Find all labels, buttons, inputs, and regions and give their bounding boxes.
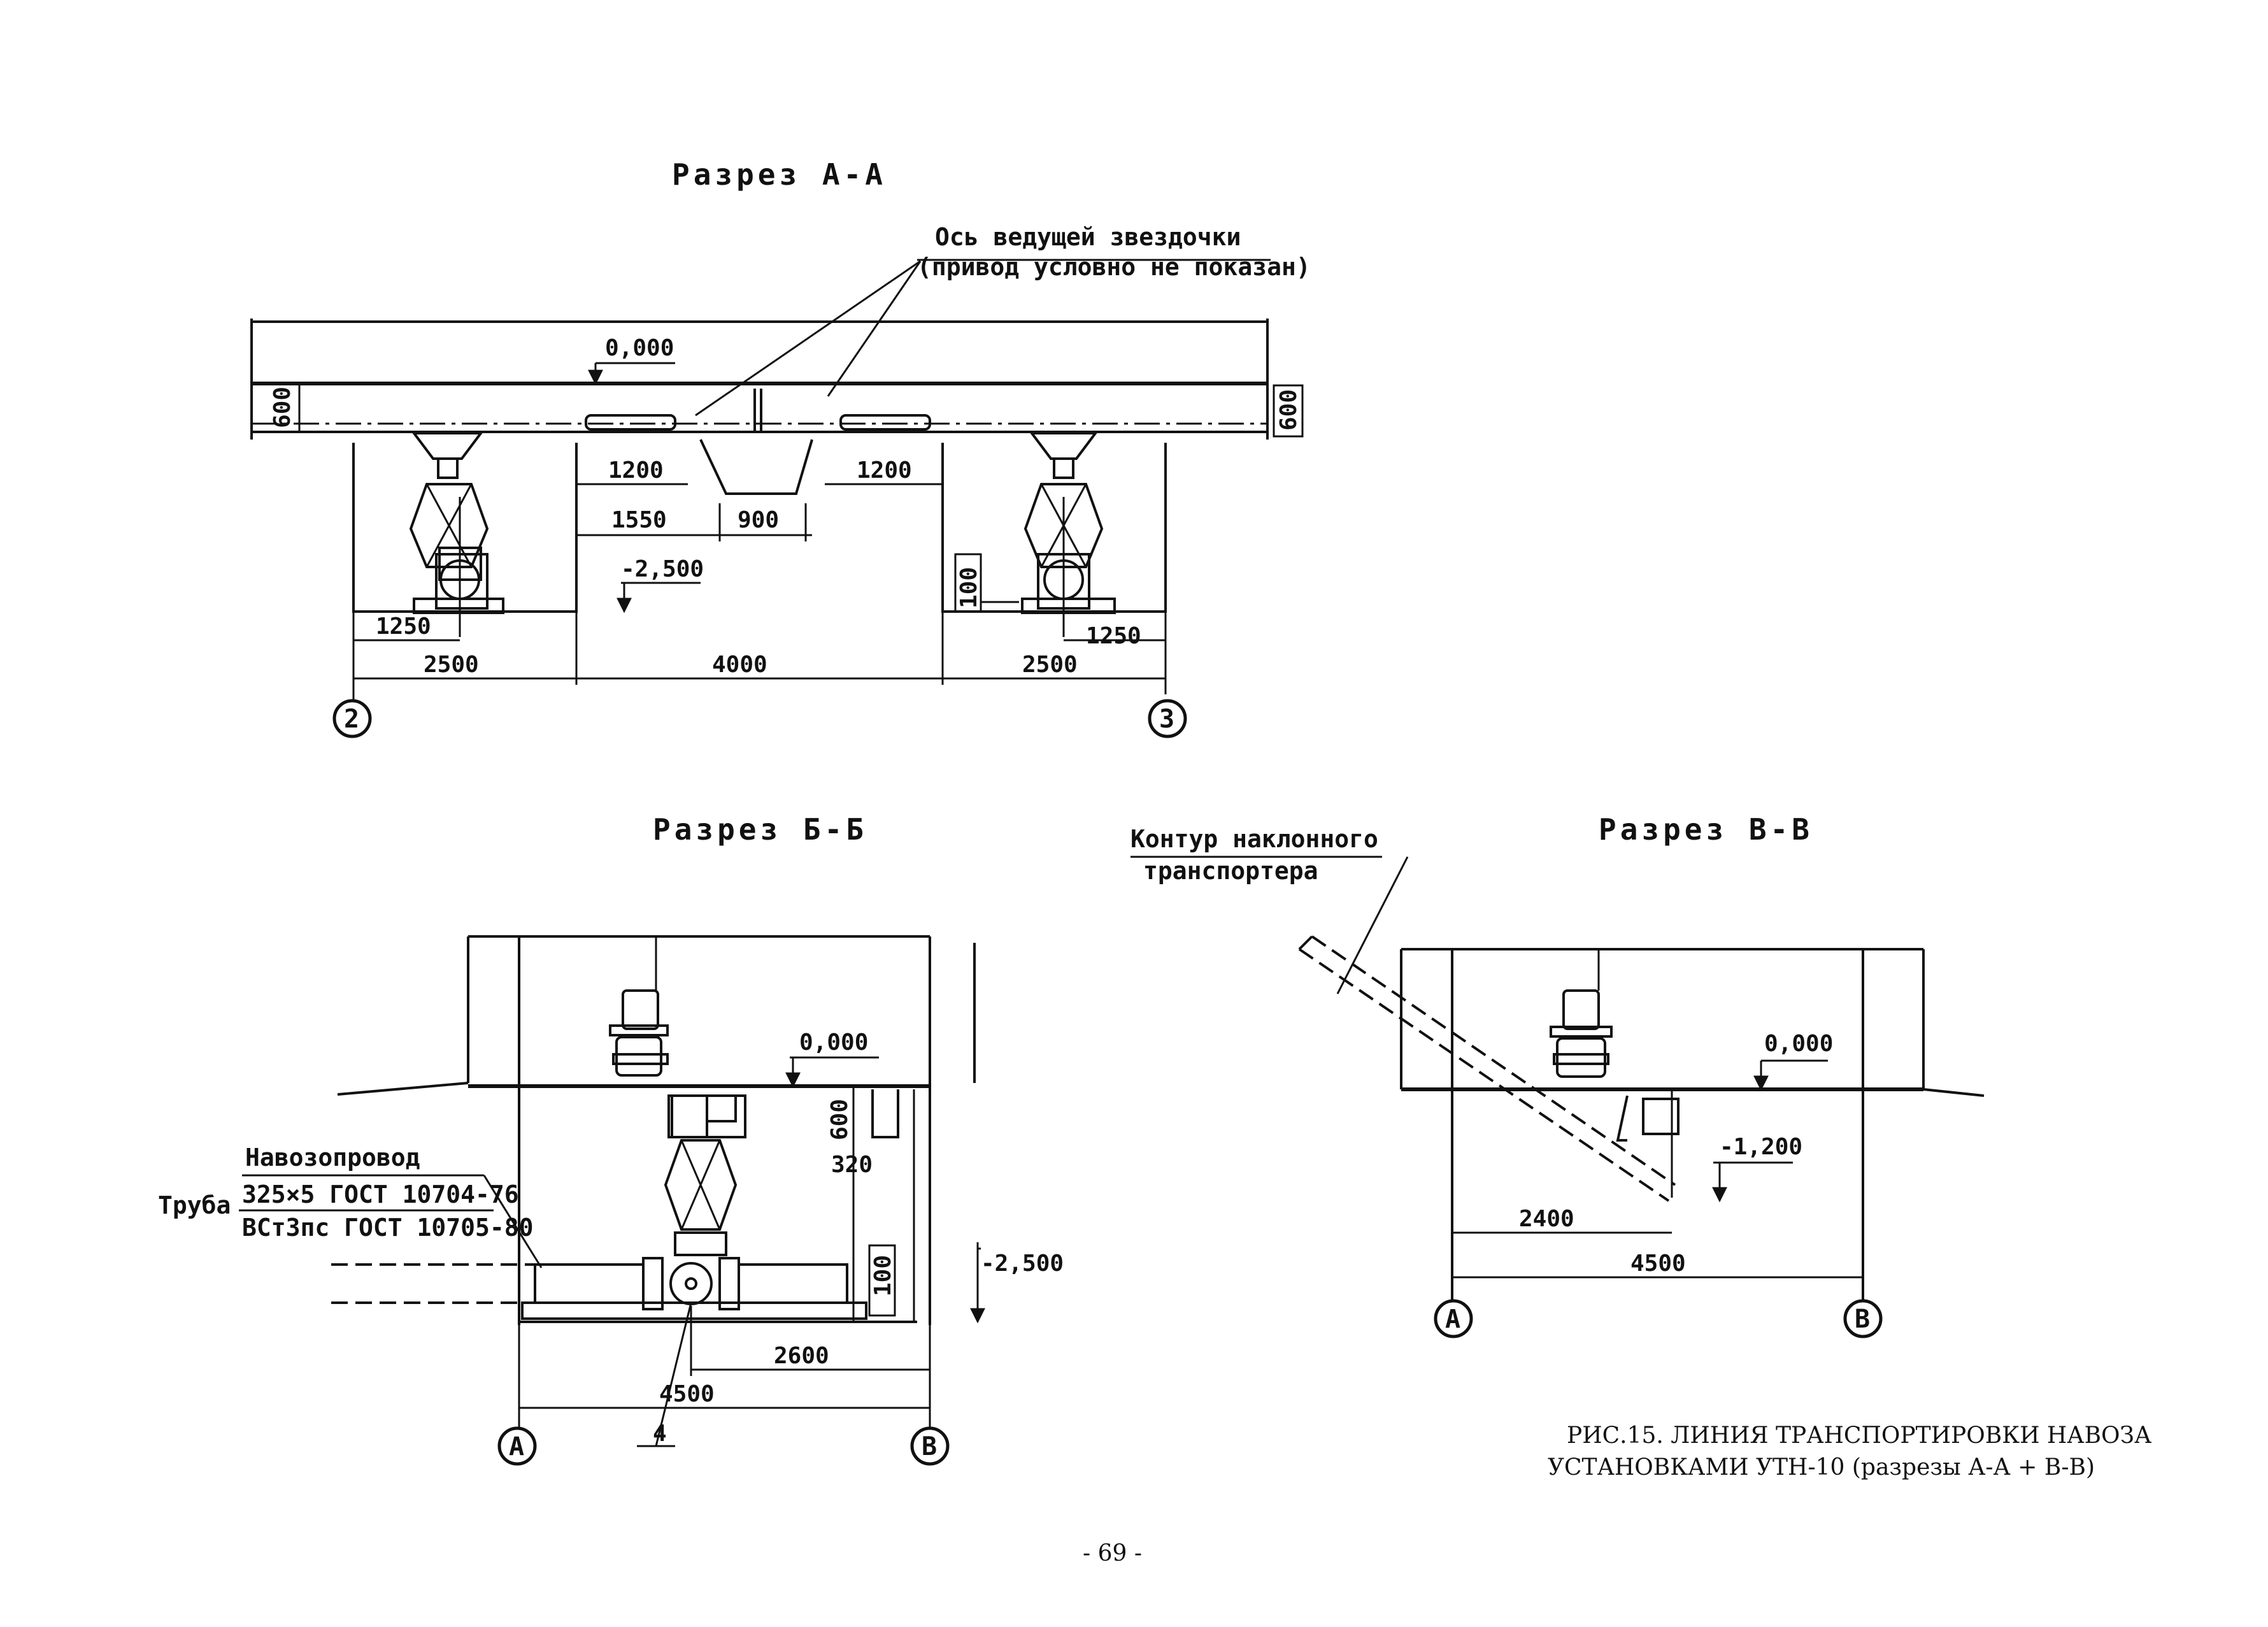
pipe-spec1: 325×5 ГОСТ 10704-76 — [242, 1180, 519, 1208]
axis-marker-a: А — [1434, 1299, 1473, 1338]
motor-unit — [1550, 949, 1613, 1078]
axis-marker-b: В — [910, 1426, 950, 1466]
dim-900: 900 — [738, 507, 779, 533]
dim-1200-right: 1200 — [857, 457, 912, 484]
dim-600-left: 600 — [269, 387, 296, 428]
dim-4500: 4500 — [659, 1381, 715, 1407]
section-aa-title: Разрез А-А — [672, 157, 887, 192]
axis-marker-2: 2 — [332, 694, 372, 738]
pipe-prefix: Труба — [158, 1191, 231, 1219]
leader-line — [827, 261, 922, 397]
dim-100: 100 — [870, 1255, 896, 1296]
dim-2500-right: 2500 — [1022, 652, 1078, 678]
section-vv-title: Разрез В-В — [1599, 812, 1813, 847]
dim-100: 100 — [956, 567, 982, 608]
drive-sprocket-note-line2: (привод условно не показан) — [917, 253, 1311, 281]
pipe-spec2: ВСт3пс ГОСТ 10705-80 — [242, 1214, 534, 1242]
manure-unit-right — [1021, 432, 1116, 637]
page-number: - 69 - — [1083, 1540, 1142, 1566]
section-bb-title: Разрез Б-Б — [653, 812, 867, 847]
dim-4500: 4500 — [1630, 1251, 1686, 1277]
incline-conveyor-contour — [1298, 948, 1670, 1202]
level-mark-top: 0,000 — [605, 335, 674, 361]
dim-320: 320 — [831, 1152, 873, 1178]
incline-conveyor-contour — [1311, 935, 1676, 1186]
section-aa: Разрез А-А Ось ведущей звездочки (привод… — [250, 157, 1311, 738]
motor-unit — [609, 936, 669, 1077]
axis-marker-3: 3 — [1148, 699, 1187, 738]
dim-2400: 2400 — [1519, 1206, 1574, 1232]
dim-600-right: 600 — [1276, 389, 1302, 431]
dim-600: 600 — [827, 1099, 853, 1140]
svg-text:В: В — [1855, 1305, 1870, 1334]
svg-text:А: А — [509, 1432, 524, 1461]
manure-pump-unit — [664, 1139, 738, 1305]
axis-marker-b: В — [1843, 1299, 1883, 1338]
figure-caption-line1: РИС.15. ЛИНИЯ ТРАНСПОРТИРОВКИ НАВОЗА — [1567, 1423, 2151, 1449]
drive-roller-left — [585, 414, 676, 431]
svg-text:В: В — [922, 1432, 937, 1461]
section-bb: Разрез Б-Б 0,000 600 320 — [158, 812, 1064, 1466]
level-mark-bottom: -2,500 — [981, 1251, 1064, 1277]
section-vv: Разрез В-В Контур наклонного транспортер… — [1130, 812, 1985, 1338]
dim-1550: 1550 — [611, 507, 667, 533]
drive-sprocket-note-line1: Ось ведущей звездочки — [935, 223, 1241, 251]
svg-text:А: А — [1445, 1305, 1460, 1334]
dim-1200-left: 1200 — [608, 457, 664, 484]
level-mark-mid: -1,200 — [1720, 1134, 1802, 1160]
dim-1250-left: 1250 — [376, 613, 431, 640]
incline-conveyor-note-line2: транспортера — [1143, 857, 1318, 885]
manure-pipe — [331, 1257, 867, 1320]
svg-text:3: 3 — [1159, 705, 1174, 734]
level-mark-pit: -2,500 — [621, 556, 704, 582]
incline-conveyor-note-line1: Контур наклонного — [1130, 825, 1378, 853]
level-mark-top: 0,000 — [1764, 1031, 1833, 1057]
level-mark-top: 0,000 — [799, 1029, 868, 1056]
axis-marker-a: А — [497, 1426, 537, 1466]
dim-4000: 4000 — [712, 652, 767, 678]
dim-2500-left: 2500 — [424, 652, 479, 678]
dim-1250-right: 1250 — [1086, 623, 1141, 649]
leader-line — [695, 260, 921, 417]
pipe-label: Навозопровод — [245, 1143, 420, 1172]
manure-unit-left — [409, 432, 504, 637]
figure-caption-line2: УСТАНОВКАМИ УТН-10 (разрезы А-А + В-В) — [1548, 1454, 2095, 1480]
callout-4: 4 — [653, 1421, 667, 1447]
dim-2600: 2600 — [774, 1343, 829, 1369]
svg-text:2: 2 — [344, 705, 359, 734]
drive-roller-right — [839, 414, 931, 431]
